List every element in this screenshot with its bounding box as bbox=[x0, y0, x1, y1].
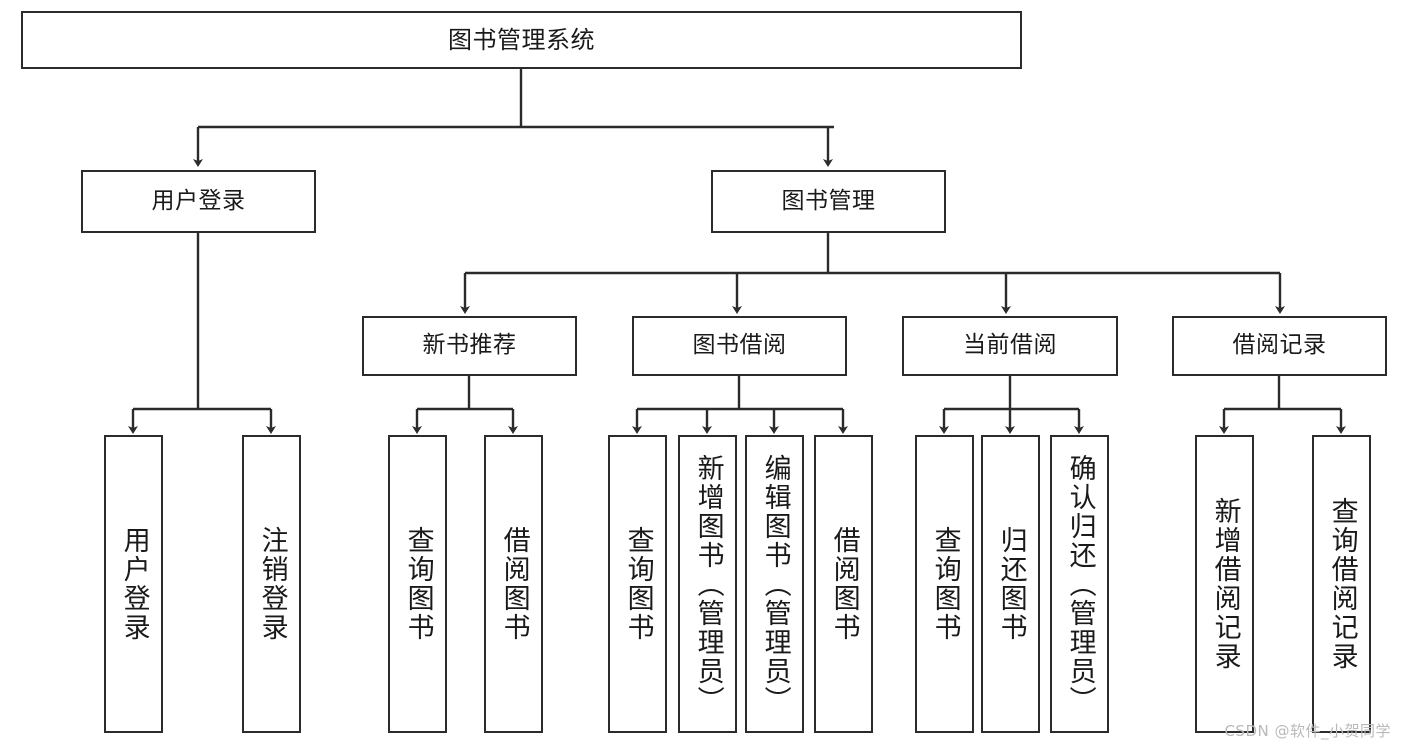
node-label: 归还图书 bbox=[995, 526, 1027, 642]
node-current-borrow[interactable]: 当前借阅 bbox=[902, 316, 1118, 376]
node-label: 注销登录 bbox=[256, 526, 288, 642]
leaf-record-query-record[interactable]: 查询借阅记录 bbox=[1312, 435, 1371, 733]
node-label: 新书推荐 bbox=[422, 332, 517, 359]
leaf-recommend-query-book[interactable]: 查询图书 bbox=[388, 435, 447, 733]
node-user-login[interactable]: 用户登录 bbox=[81, 170, 316, 233]
node-label: 确认归还（管理员） bbox=[1064, 453, 1096, 715]
leaf-borrow-edit-book-admin[interactable]: 编辑图书（管理员） bbox=[745, 435, 804, 733]
node-book-management[interactable]: 图书管理 bbox=[711, 170, 946, 233]
leaf-user-login-login[interactable]: 用户登录 bbox=[104, 435, 163, 733]
leaf-borrow-query-book[interactable]: 查询图书 bbox=[608, 435, 667, 733]
leaf-borrow-add-book-admin[interactable]: 新增图书（管理员） bbox=[678, 435, 737, 733]
node-label: 查询图书 bbox=[929, 526, 961, 642]
leaf-current-confirm-return-admin[interactable]: 确认归还（管理员） bbox=[1050, 435, 1109, 733]
node-label: 图书管理系统 bbox=[448, 25, 595, 54]
node-label: 查询图书 bbox=[622, 526, 654, 642]
node-label: 编辑图书（管理员） bbox=[759, 453, 791, 715]
node-label: 借阅记录 bbox=[1232, 332, 1327, 359]
node-borrow-record[interactable]: 借阅记录 bbox=[1172, 316, 1387, 376]
node-root-system[interactable]: 图书管理系统 bbox=[21, 11, 1022, 69]
leaf-user-login-logout[interactable]: 注销登录 bbox=[242, 435, 301, 733]
node-label: 借阅图书 bbox=[498, 526, 530, 642]
node-label: 新增图书（管理员） bbox=[692, 453, 724, 715]
node-label: 借阅图书 bbox=[828, 526, 860, 642]
node-label: 查询图书 bbox=[402, 526, 434, 642]
leaf-recommend-borrow-book[interactable]: 借阅图书 bbox=[484, 435, 543, 733]
leaf-current-query-book[interactable]: 查询图书 bbox=[915, 435, 974, 733]
leaf-borrow-borrow-book[interactable]: 借阅图书 bbox=[814, 435, 873, 733]
node-label: 图书管理 bbox=[781, 187, 876, 214]
node-label: 新增借阅记录 bbox=[1209, 497, 1241, 671]
leaf-record-add-record[interactable]: 新增借阅记录 bbox=[1195, 435, 1254, 733]
node-label: 用户登录 bbox=[118, 526, 150, 642]
node-label: 查询借阅记录 bbox=[1326, 497, 1358, 671]
leaf-current-return-book[interactable]: 归还图书 bbox=[981, 435, 1040, 733]
node-label: 用户登录 bbox=[151, 187, 246, 214]
node-label: 图书借阅 bbox=[692, 332, 787, 359]
node-new-book-recommend[interactable]: 新书推荐 bbox=[362, 316, 577, 376]
node-label: 当前借阅 bbox=[963, 332, 1057, 359]
watermark: CSDN @软件_小贺同学 bbox=[1224, 722, 1391, 740]
node-book-borrow[interactable]: 图书借阅 bbox=[632, 316, 847, 376]
